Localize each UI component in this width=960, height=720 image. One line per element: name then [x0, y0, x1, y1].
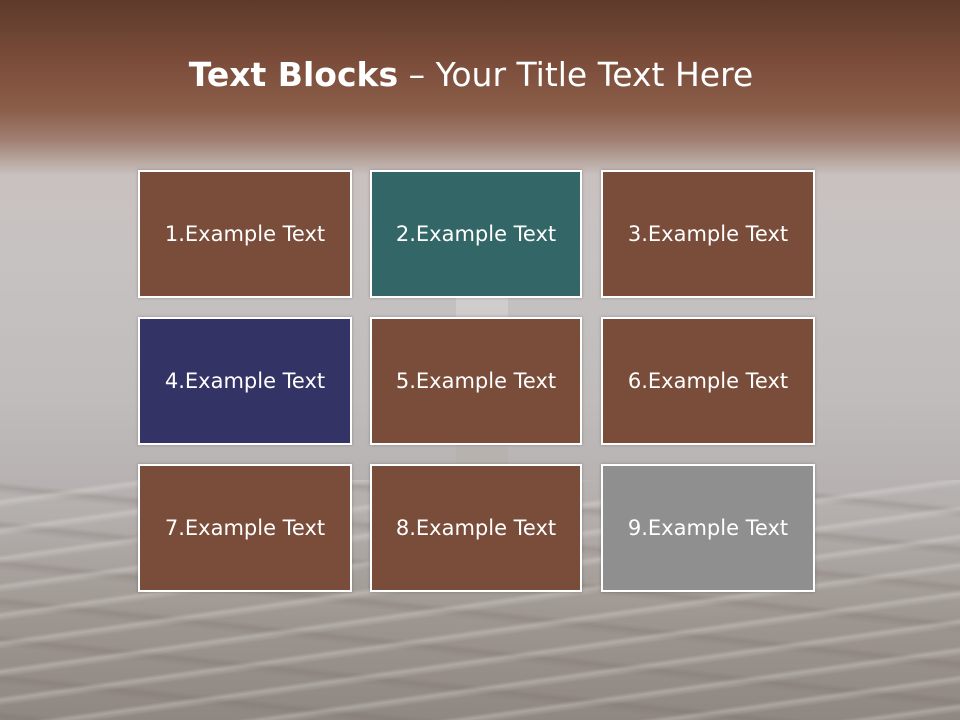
text-block-label: 5.Example Text — [395, 369, 557, 393]
text-block-9[interactable]: 9.Example Text — [601, 464, 815, 592]
text-block-label: 8.Example Text — [395, 516, 557, 540]
text-block-5[interactable]: 5.Example Text — [370, 317, 582, 445]
title-regular-part: Your Title Text Here — [435, 55, 754, 94]
text-block-label: 1.Example Text — [164, 222, 326, 246]
text-block-label: 3.Example Text — [627, 222, 789, 246]
text-block-label: 2.Example Text — [395, 222, 557, 246]
text-block-2[interactable]: 2.Example Text — [370, 170, 582, 298]
text-block-label: 6.Example Text — [627, 369, 789, 393]
text-block-label: 9.Example Text — [627, 516, 789, 540]
text-block-7[interactable]: 7.Example Text — [138, 464, 352, 592]
title-bold-part: Text Blocks — [188, 55, 399, 94]
slide-title[interactable]: Text Blocks – Your Title Text Here — [0, 52, 942, 98]
text-block-1[interactable]: 1.Example Text — [138, 170, 352, 298]
text-block-6[interactable]: 6.Example Text — [601, 317, 815, 445]
title-separator: – — [398, 55, 436, 94]
text-block-label: 7.Example Text — [164, 516, 326, 540]
text-block-label: 4.Example Text — [164, 369, 326, 393]
text-block-8[interactable]: 8.Example Text — [370, 464, 582, 592]
text-block-3[interactable]: 3.Example Text — [601, 170, 815, 298]
text-block-4[interactable]: 4.Example Text — [138, 317, 352, 445]
